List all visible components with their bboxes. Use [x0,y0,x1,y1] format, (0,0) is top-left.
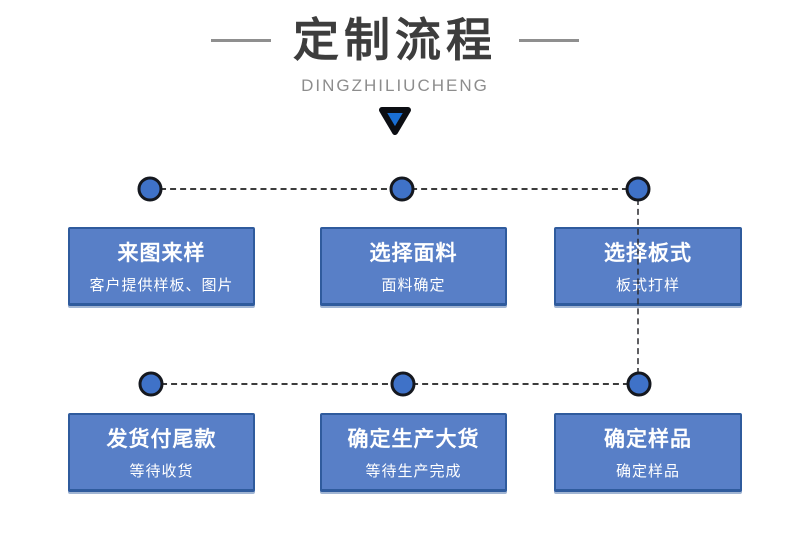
step-title: 选择板式 [604,242,692,265]
step-subtitle: 板式打样 [615,277,680,294]
connector-dot [137,176,163,202]
step-subtitle: 等待生产完成 [365,463,462,480]
step-box-xuanzemianliao: 选择面料 面料确定 [320,227,507,306]
step-title: 发货付尾款 [106,428,217,451]
dashed-connector-vertical [637,189,639,384]
connector-dot [390,371,416,397]
connector-dot [626,371,652,397]
step-subtitle: 确定样品 [615,463,680,480]
page-title: 定制流程 [293,14,497,66]
step-box-quedingshengchandahuo: 确定生产大货 等待生产完成 [320,413,507,492]
step-title: 确定样品 [604,428,692,451]
title-row: 定制流程 [0,16,790,64]
title-left-dash [211,38,271,42]
step-box-fahuofuweikuan: 发货付尾款 等待收货 [68,413,255,492]
connector-dot [625,176,651,202]
title-right-dash [519,38,579,42]
step-box-quedingyangpin: 确定样品 确定样品 [554,413,742,492]
step-box-xuanzebanshi: 选择板式 板式打样 [554,227,742,306]
step-box-laitulaiyang: 来图来样 客户提供样板、图片 [68,227,255,306]
connector-dot [389,176,415,202]
step-title: 选择面料 [369,242,458,265]
triangle-down-icon [0,104,790,138]
step-subtitle: 等待收货 [129,463,194,480]
page-subtitle: DINGZHILIUCHENG [301,76,489,96]
step-title: 确定生产大货 [347,428,480,451]
step-subtitle: 面料确定 [381,277,446,294]
step-subtitle: 客户提供样板、图片 [89,277,234,294]
header: 定制流程 DINGZHILIUCHENG [0,16,790,138]
step-title: 来图来样 [117,242,206,265]
connector-dot [138,371,164,397]
